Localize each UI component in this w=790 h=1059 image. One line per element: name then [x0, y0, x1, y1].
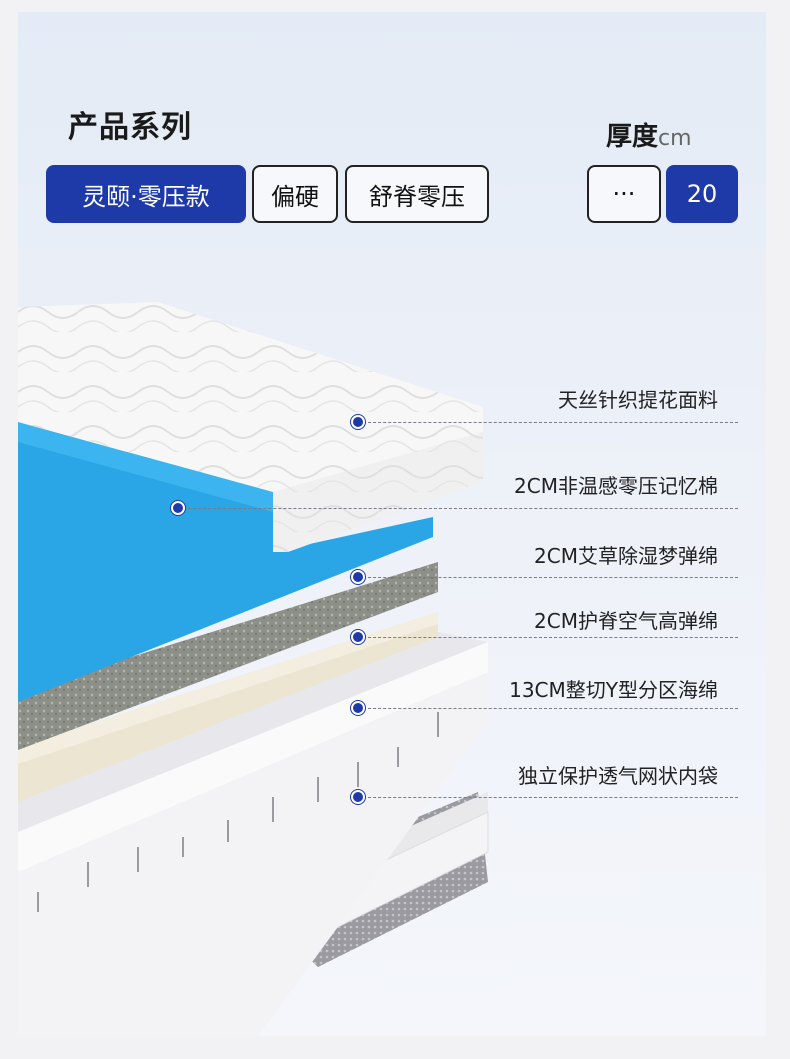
- series-option-spine-zero-pressure[interactable]: 舒脊零压: [345, 165, 489, 223]
- mattress-layer-illustration: [18, 302, 489, 1036]
- layer-label-foam-base: 13CM整切Y型分区海绵: [509, 678, 718, 702]
- series-option-label: 偏硬: [271, 182, 319, 211]
- callout-dot: [351, 790, 365, 804]
- callout-dot: [171, 501, 185, 515]
- layer-label-air-foam: 2CM护脊空气高弹绵: [534, 609, 718, 633]
- callout-line: [358, 637, 738, 638]
- callout-dot: [351, 415, 365, 429]
- callout-line: [358, 708, 738, 709]
- air-foam-layer: [18, 612, 438, 802]
- series-option-firm[interactable]: 偏硬: [252, 165, 338, 223]
- callout-line: [358, 797, 738, 798]
- layer-label-mugwort-foam: 2CM艾草除湿梦弹绵: [534, 544, 718, 568]
- thickness-option-20[interactable]: 20: [666, 165, 738, 223]
- thickness-option-label: 20: [686, 180, 718, 208]
- product-detail-page: 产品系列 厚度cm 灵颐·零压款 偏硬 舒脊零压 ··· 20 天丝针织提花面料…: [18, 12, 766, 1036]
- callout-dot: [351, 570, 365, 584]
- callout-dot: [351, 701, 365, 715]
- callout-dot: [351, 630, 365, 644]
- layer-label-mesh-pocket: 独立保护透气网状内袋: [518, 764, 718, 788]
- mugwort-foam-layer: [18, 562, 438, 750]
- callout-line: [178, 508, 738, 509]
- callout-line: [358, 577, 738, 578]
- foam-base-layer: [18, 632, 488, 1036]
- more-icon: ···: [612, 180, 636, 208]
- series-option-lingyi-zero-pressure[interactable]: 灵颐·零压款: [46, 165, 246, 223]
- series-option-label: 舒脊零压: [369, 182, 465, 211]
- thickness-title-label: 厚度: [606, 122, 659, 152]
- thickness-unit: cm: [658, 126, 692, 151]
- layer-label-memory-foam: 2CM非温感零压记忆棉: [514, 474, 718, 498]
- fabric-top-layer: [18, 302, 483, 552]
- memory-foam-layer: [18, 422, 433, 702]
- callout-line: [358, 422, 738, 423]
- series-option-label: 灵颐·零压款: [82, 182, 210, 211]
- layer-label-fabric: 天丝针织提花面料: [558, 388, 718, 412]
- thickness-title: 厚度cm: [606, 116, 692, 153]
- series-title: 产品系列: [68, 110, 192, 145]
- thickness-option-more[interactable]: ···: [587, 165, 661, 223]
